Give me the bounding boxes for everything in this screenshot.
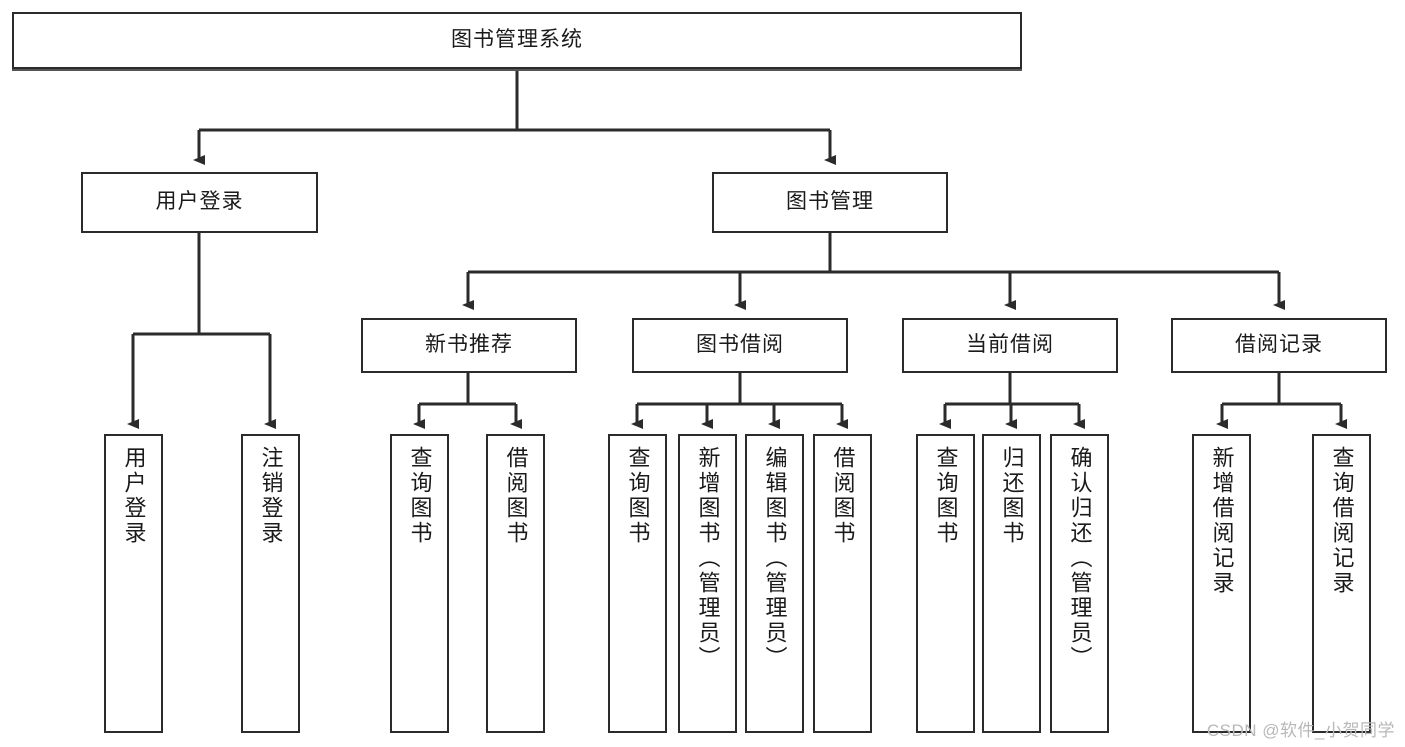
leaf-new-book-borrow[interactable]: 借阅图书 bbox=[486, 434, 545, 733]
leaf-borrow-edit-book[interactable]: 编辑图书（管理员） bbox=[745, 434, 804, 733]
node-book-borrow[interactable]: 图书借阅 bbox=[632, 318, 848, 373]
node-label: 归还图书 bbox=[999, 446, 1025, 546]
leaf-current-confirm-return[interactable]: 确认归还（管理员） bbox=[1050, 434, 1109, 733]
watermark-text: CSDN @软件_小贺同学 bbox=[1206, 721, 1395, 740]
node-label: 新增图书（管理员） bbox=[695, 446, 721, 671]
node-borrow-record[interactable]: 借阅记录 bbox=[1171, 318, 1387, 373]
node-label: 借阅图书 bbox=[830, 446, 856, 546]
leaf-borrow-add-book[interactable]: 新增图书（管理员） bbox=[678, 434, 737, 733]
node-label: 查询借阅记录 bbox=[1329, 446, 1355, 596]
leaf-borrow-query-book[interactable]: 查询图书 bbox=[608, 434, 667, 733]
node-label: 注销登录 bbox=[258, 446, 284, 546]
node-label: 当前借阅 bbox=[966, 333, 1054, 357]
leaf-user-login-login[interactable]: 用户登录 bbox=[104, 434, 163, 733]
node-label: 编辑图书（管理员） bbox=[762, 446, 788, 671]
node-root-system[interactable]: 图书管理系统 bbox=[12, 12, 1022, 69]
node-label: 查询图书 bbox=[407, 446, 433, 546]
node-label: 图书借阅 bbox=[696, 333, 784, 357]
leaf-borrow-borrow-book[interactable]: 借阅图书 bbox=[813, 434, 872, 733]
leaf-record-add[interactable]: 新增借阅记录 bbox=[1192, 434, 1251, 733]
node-label: 查询图书 bbox=[625, 446, 651, 546]
node-book-management[interactable]: 图书管理 bbox=[712, 172, 948, 233]
node-label: 用户登录 bbox=[155, 190, 244, 214]
node-label: 新书推荐 bbox=[425, 333, 513, 357]
leaf-current-return-book[interactable]: 归还图书 bbox=[982, 434, 1041, 733]
node-label: 新增借阅记录 bbox=[1209, 446, 1235, 596]
node-label: 图书管理系统 bbox=[451, 28, 583, 52]
node-label: 借阅记录 bbox=[1235, 333, 1323, 357]
node-user-login[interactable]: 用户登录 bbox=[81, 172, 318, 233]
node-label: 确认归还（管理员） bbox=[1067, 446, 1093, 671]
node-label: 用户登录 bbox=[121, 446, 147, 546]
leaf-user-login-logout[interactable]: 注销登录 bbox=[241, 434, 300, 733]
leaf-record-query[interactable]: 查询借阅记录 bbox=[1312, 434, 1371, 733]
leaf-current-query-book[interactable]: 查询图书 bbox=[916, 434, 975, 733]
node-current-borrow[interactable]: 当前借阅 bbox=[902, 318, 1118, 373]
node-new-book-recommend[interactable]: 新书推荐 bbox=[361, 318, 577, 373]
node-label: 图书管理 bbox=[786, 190, 874, 214]
node-label: 查询图书 bbox=[933, 446, 959, 546]
leaf-new-book-query[interactable]: 查询图书 bbox=[390, 434, 449, 733]
node-label: 借阅图书 bbox=[503, 446, 529, 546]
